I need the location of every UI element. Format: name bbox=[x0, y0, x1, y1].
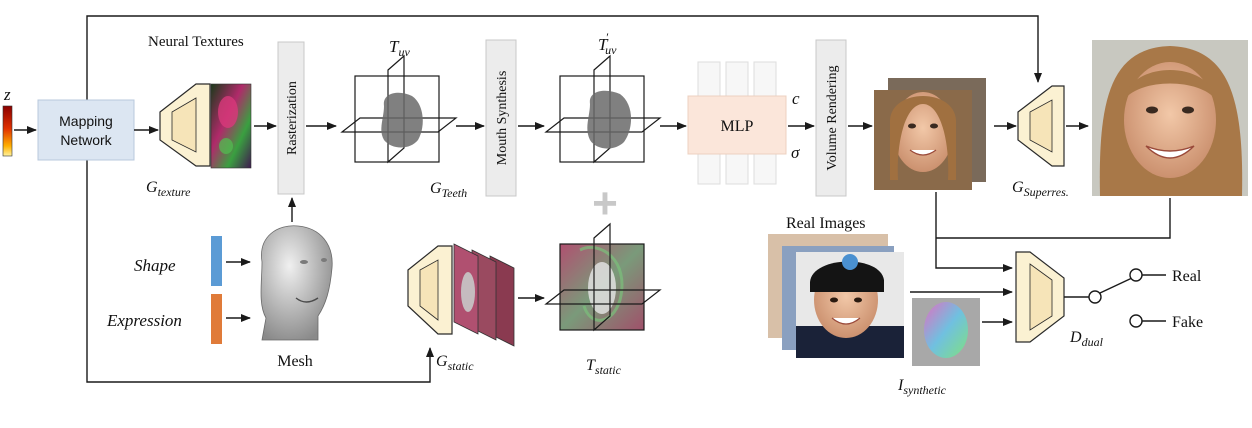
high-res-face-photo bbox=[1092, 40, 1248, 196]
sigma-label: σ bbox=[791, 143, 800, 162]
g-teeth-label: GTeeth bbox=[430, 180, 467, 200]
t-uv-prime-label: T′uv bbox=[598, 30, 617, 57]
fake-label: Fake bbox=[1172, 314, 1203, 331]
t-static-triplane-icon bbox=[544, 222, 662, 332]
g-superres-generator-icon bbox=[1017, 85, 1065, 167]
line-hires-discriminator bbox=[936, 198, 1171, 239]
bottom-skip-connection bbox=[86, 155, 434, 383]
g-texture-label: Gtexture bbox=[146, 179, 191, 199]
g-static-generator-icon bbox=[407, 245, 453, 335]
g-texture-generator-icon bbox=[159, 83, 211, 167]
i-synthetic-label: Isynthetic bbox=[897, 377, 947, 397]
real-images-stack bbox=[768, 234, 904, 358]
head-mesh bbox=[260, 225, 333, 341]
shape-label: Shape bbox=[134, 256, 176, 275]
real-terminal bbox=[1129, 268, 1143, 282]
static-feature-stack bbox=[453, 243, 515, 347]
mapping-network-label-1: Mapping bbox=[59, 113, 113, 129]
d-dual-label: Ddual bbox=[1069, 329, 1104, 349]
c-label: c bbox=[792, 89, 800, 108]
rasterization-box bbox=[277, 41, 305, 195]
plus-sign: + bbox=[592, 179, 618, 228]
neural-textures-label: Neural Textures bbox=[148, 34, 244, 50]
neural-texture-image bbox=[210, 83, 252, 169]
volume-rendering-box bbox=[815, 39, 847, 197]
real-label: Real bbox=[1172, 268, 1202, 285]
d-dual-discriminator-icon bbox=[1015, 251, 1065, 343]
expression-vector bbox=[211, 294, 222, 344]
mapping-network-box bbox=[37, 99, 135, 161]
g-static-label: Gstatic bbox=[436, 353, 474, 373]
mouth-synthesis-box bbox=[485, 39, 517, 197]
z-label: z bbox=[3, 85, 11, 104]
mapping-network-label-2: Network bbox=[60, 132, 112, 148]
low-res-face-stack bbox=[874, 78, 986, 190]
rasterization-label: Rasterization bbox=[285, 81, 300, 155]
fake-terminal bbox=[1129, 314, 1143, 328]
g-superres-label: GSuperres. bbox=[1012, 179, 1069, 199]
top-skip-connection bbox=[86, 15, 1042, 100]
volume-rendering-label: Volume Rendering bbox=[825, 65, 840, 170]
t-uv-triplane-icon bbox=[340, 54, 458, 164]
mesh-label: Mesh bbox=[277, 353, 313, 370]
switch-arm bbox=[1099, 277, 1133, 294]
t-uv-prime-triplane-icon bbox=[544, 54, 662, 164]
expression-label: Expression bbox=[106, 311, 182, 330]
switch-pivot bbox=[1088, 290, 1102, 304]
mlp-label: MLP bbox=[721, 118, 754, 135]
i-synthetic-image bbox=[912, 298, 980, 366]
z-vector bbox=[2, 105, 13, 157]
arrow-lowres-discriminator bbox=[935, 192, 1013, 272]
mouth-synthesis-label: Mouth Synthesis bbox=[495, 71, 510, 166]
mlp-box bbox=[687, 95, 787, 155]
real-images-label: Real Images bbox=[786, 215, 866, 232]
t-uv-label: Tuv bbox=[389, 37, 410, 59]
shape-vector bbox=[211, 236, 222, 286]
t-static-label: Tstatic bbox=[586, 357, 622, 377]
